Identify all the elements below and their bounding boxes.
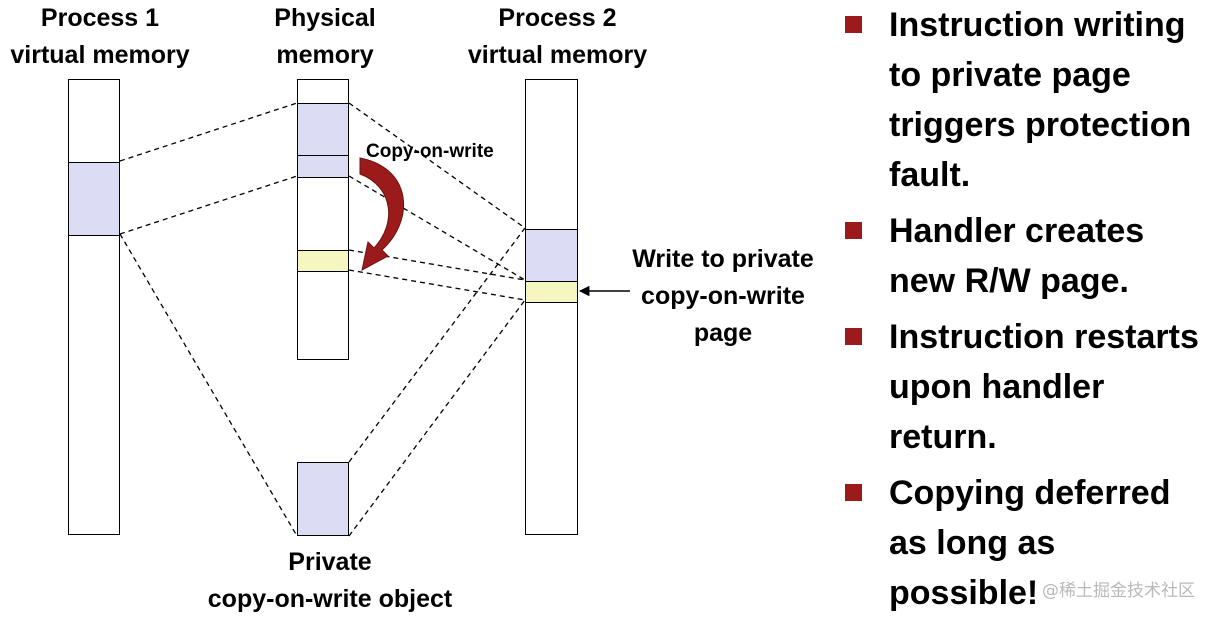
physical-memory — [296, 79, 349, 360]
bullet-square-icon — [845, 328, 862, 345]
process1-label-line1: Process 1 — [40, 4, 160, 32]
mapping-line — [348, 175, 526, 281]
process2-label-line2: virtual memory — [467, 41, 648, 69]
mapping-line — [348, 269, 526, 301]
watermark: @稀土掘金技术社区 — [1042, 581, 1195, 601]
copy-on-write-label: Copy-on-write — [366, 141, 494, 162]
bullet-text: Instruction restarts upon handler return… — [889, 318, 1199, 456]
bullet-item: Handler creates new R/W page. — [843, 206, 1213, 306]
object-area — [296, 461, 349, 536]
process1-virtual-memory — [67, 79, 120, 535]
write-label-line3: page — [693, 319, 753, 347]
physical-original-page — [296, 155, 349, 178]
bullet-list: Instruction writing to private page trig… — [843, 0, 1213, 624]
bullet-text: Instruction writing to private page trig… — [889, 6, 1192, 194]
process1-label-line2: virtual memory — [10, 41, 190, 69]
write-to-private-label: Write to private copy-on-write page — [618, 241, 828, 352]
write-label-line1: Write to private — [632, 245, 814, 273]
bullet-square-icon — [845, 16, 862, 33]
write-label-line2: copy-on-write — [641, 282, 805, 310]
bullet-text: Copying deferred as long as possible! — [889, 474, 1171, 612]
process2-label: Process 2 virtual memory — [450, 0, 665, 74]
object-label-line2: copy-on-write object — [207, 585, 453, 613]
process1-cow-area — [67, 162, 120, 236]
mapping-line — [348, 227, 526, 463]
bullet-item: Copying deferred as long as possible! — [843, 468, 1213, 618]
physical-new-page — [296, 250, 349, 272]
process2-virtual-memory — [524, 79, 578, 535]
bullet-square-icon — [845, 222, 862, 239]
bullet-text: Handler creates new R/W page. — [889, 212, 1145, 300]
mapping-line — [348, 299, 526, 537]
process1-label: Process 1 virtual memory — [0, 0, 200, 74]
physical-memory-label: Physical memory — [240, 0, 410, 74]
bullet-item: Instruction writing to private page trig… — [843, 0, 1213, 200]
mapping-line — [119, 233, 298, 537]
private-cow-object-label: Private copy-on-write object — [180, 544, 480, 618]
mapping-line — [119, 102, 298, 162]
object-label-line1: Private — [288, 548, 372, 576]
physical-label-line2: memory — [276, 41, 374, 69]
process2-private-page — [524, 281, 578, 303]
physical-label-line1: Physical — [274, 4, 376, 32]
process2-label-line1: Process 2 — [498, 4, 617, 32]
mapping-line — [119, 175, 298, 235]
copy-curved-arrow — [359, 157, 404, 271]
private-cow-object — [296, 461, 349, 536]
bullet-square-icon — [845, 484, 862, 501]
bullet-item: Instruction restarts upon handler return… — [843, 312, 1213, 462]
